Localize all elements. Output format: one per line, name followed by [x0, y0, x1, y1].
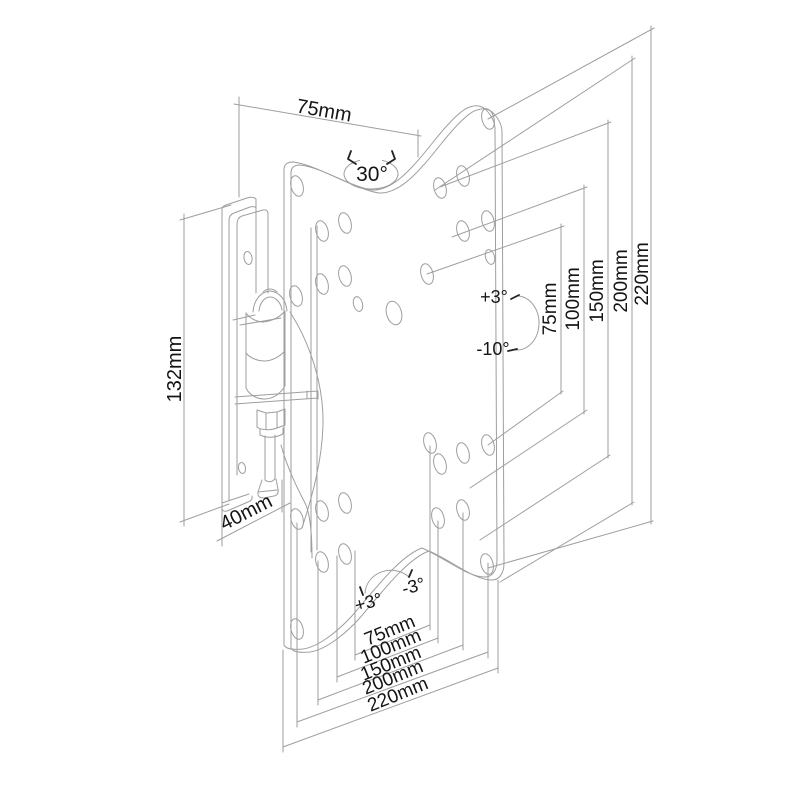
vesa-horizontal-dim-220 — [282, 579, 499, 753]
dimension-lines — [216, 479, 291, 547]
vesa-vertical-dim-220 — [487, 25, 655, 569]
tilt-angle-indicator: +3° -10° — [476, 287, 540, 359]
plate-swivel-cutout-curve — [280, 311, 324, 559]
vesa-vertical-label-150: 150mm — [587, 259, 608, 322]
vesa-vertical-label-220: 220mm — [632, 242, 653, 305]
tilt-arrow-down — [507, 348, 518, 352]
mounting-hole — [338, 492, 352, 514]
hinge-assembly — [232, 288, 319, 499]
mounting-hole — [433, 177, 447, 199]
depth-dimension: 40mm — [216, 479, 291, 547]
vesa-horizontal-dim-75 — [354, 445, 431, 661]
tilt-arrow-up — [510, 294, 520, 300]
tilt-up-label: +3° — [480, 287, 508, 307]
hinge-roller — [245, 310, 286, 400]
vesa-vertical-dim-75 — [426, 223, 565, 446]
dimension-lines — [233, 96, 422, 198]
hinge-foot — [257, 478, 279, 499]
plate-slot — [310, 225, 318, 553]
mounting-hole — [456, 499, 470, 521]
height-dimension: 132mm — [164, 204, 232, 527]
hinge-nut — [256, 408, 286, 431]
mounting-holes — [289, 108, 496, 640]
vesa-vertical-label-75: 75mm — [540, 283, 561, 336]
wall-plate-outline — [221, 196, 257, 512]
mounting-hole — [456, 165, 470, 187]
tilt-arc — [515, 295, 540, 351]
vesa-vertical-dim-150 — [439, 119, 612, 541]
mounting-hole — [385, 300, 403, 326]
level-right-label: -3° — [400, 574, 428, 599]
mounting-hole — [315, 220, 329, 242]
top-width-dimension: 75mm — [233, 95, 422, 198]
mounting-hole — [338, 212, 352, 234]
tilt-down-label: -10° — [476, 339, 509, 359]
mounting-hole — [480, 553, 494, 575]
vesa-vertical-dimensions: 75mm 100mm 150mm 200mm 220mm — [426, 25, 655, 583]
vesa-horizontal-dim-100 — [336, 520, 439, 683]
swivel-arc — [343, 159, 399, 190]
vesa-vertical-label-200: 200mm — [611, 249, 632, 312]
bracket-depth-label: 40mm — [217, 490, 277, 535]
vesa-horizontal-dim-150 — [317, 512, 464, 706]
mounting-hole — [290, 175, 304, 197]
front-plate — [280, 105, 505, 653]
line-art: 75mm 132mm 40mm 30° +3° -10° — [164, 25, 655, 753]
wall-plate-hole — [243, 251, 253, 265]
top-width-label: 75mm — [295, 95, 354, 126]
vesa-horizontal-dim-200 — [296, 522, 489, 728]
mounting-hole — [290, 508, 304, 530]
mounting-hole — [315, 551, 329, 573]
vesa-vertical-label-100: 100mm — [563, 267, 584, 330]
mounting-hole — [315, 500, 329, 522]
mounting-hole — [338, 265, 352, 287]
plate-outline — [283, 105, 498, 650]
mounting-hole — [456, 442, 470, 464]
vesa-vertical-dim-100 — [451, 184, 588, 489]
swivel-arrow-left — [347, 150, 357, 165]
level-arrow-left — [359, 586, 364, 596]
bracket-height-label: 132mm — [164, 336, 186, 403]
mounting-hole — [456, 220, 470, 242]
wall-plate-hole — [237, 462, 247, 474]
hinge-dome-cap — [252, 288, 288, 313]
mounting-hole — [481, 434, 495, 456]
vesa-vertical-dim-200 — [434, 55, 636, 583]
swivel-angle-label: 30° — [356, 163, 388, 186]
mounting-hole — [433, 453, 447, 475]
mounting-hole — [481, 108, 495, 130]
dimension-lines — [179, 204, 232, 527]
mounting-hole — [338, 543, 352, 565]
vesa-horizontal-dimensions: 75mm 100mm 150mm 200mm 220mm — [282, 445, 499, 753]
mounting-hole — [289, 285, 303, 307]
level-arc — [364, 569, 410, 594]
swivel-angle-indicator: 30° — [343, 150, 399, 190]
level-angle-indicator: +3° -3° — [352, 569, 428, 615]
level-arrow-right — [408, 569, 413, 578]
mounting-hole — [431, 507, 445, 529]
hinge-rod — [264, 434, 276, 483]
hinge-collar — [259, 427, 284, 438]
level-left-label: +3° — [352, 589, 384, 615]
mounting-hole — [352, 296, 364, 312]
wall-plate-ridge — [236, 209, 269, 476]
wall-bracket — [221, 196, 269, 512]
hinge-arm — [232, 314, 319, 405]
mounting-hole — [315, 273, 329, 295]
mounting-hole — [290, 618, 304, 640]
swivel-arrow-right — [386, 150, 396, 165]
mounting-hole — [423, 432, 437, 454]
mounting-hole — [481, 210, 495, 232]
mounting-hole — [484, 249, 496, 265]
